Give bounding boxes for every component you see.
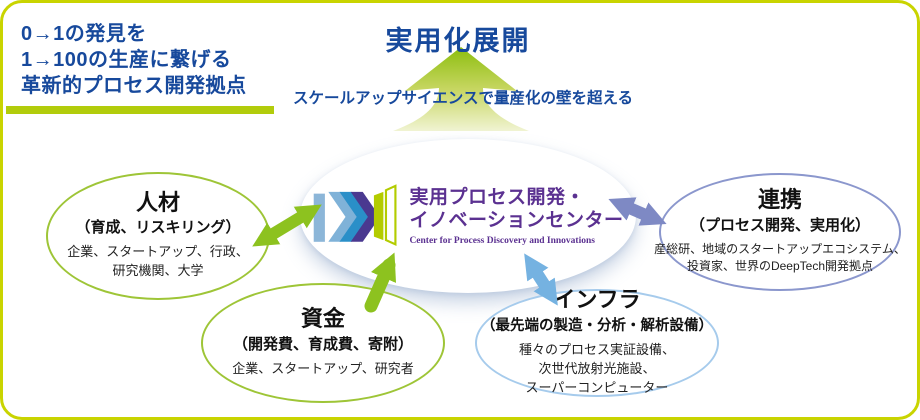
node-funding-subtitle: （開発費、育成費、寄附） <box>232 335 413 353</box>
node-collaboration-body: 産総研、地域のスタートアップエコシステム、 投資家、世界のDeepTech開発拠… <box>654 241 906 274</box>
goal-title: 実用化展開 <box>385 26 531 56</box>
center-name-english: Center for Process Discovery and Innovat… <box>409 236 595 247</box>
node-collaboration-title: 連携 <box>757 187 802 213</box>
goal-tagline: スケールアップサイエンスで量産化の壁を超える <box>292 90 634 107</box>
node-talent-body: 企業、スタートアップ、行政、 研究機関、大学 <box>67 244 249 279</box>
node-infrastructure-body: 種々のプロセス実証設備、 次世代放射光施設、 スーパーコンピューター <box>518 342 675 395</box>
center-logo-icon <box>314 184 397 247</box>
center-name-block: 実用プロセス開発・ イノベーションセンター Center for Process… <box>409 186 623 246</box>
center-name-line-2: イノベーションセンター <box>409 210 624 231</box>
node-talent-title: 人材 <box>135 189 180 215</box>
center-name-line-1: 実用プロセス開発・ <box>409 186 585 208</box>
node-infrastructure-title: インフラ <box>553 287 641 313</box>
node-funding-body: 企業、スタートアップ、研究者 <box>232 360 414 376</box>
headline-line-3: 革新的プロセス開発拠点 <box>21 75 247 97</box>
headline-line-2: 1→100の生産に繋げる <box>21 49 232 71</box>
node-collaboration-subtitle: （プロセス開発、実用化） <box>689 216 870 234</box>
node-talent-subtitle: （育成、リスキリング） <box>75 219 241 237</box>
node-funding-title: 資金 <box>300 306 345 332</box>
node-infrastructure-subtitle: （最先端の製造・分析・解析設備） <box>481 318 713 335</box>
center-node: 実用プロセス開発・ イノベーションセンター Center for Process… <box>300 139 636 293</box>
node-infrastructure: インフラ （最先端の製造・分析・解析設備） 種々のプロセス実証設備、 次世代放射… <box>475 287 719 397</box>
node-funding: 資金 （開発費、育成費、寄附） 企業、スタートアップ、研究者 <box>201 283 445 403</box>
headline-underline-bar <box>6 106 274 114</box>
node-collaboration: 連携 （プロセス開発、実用化） 産総研、地域のスタートアップエコシステム、 投資… <box>654 173 906 291</box>
headline-line-1: 0→1の発見を <box>21 23 147 45</box>
page-headline: 0→1の発見を 1→100の生産に繋げる 革新的プロセス開発拠点 <box>21 21 247 99</box>
node-talent: 人材 （育成、リスキリング） 企業、スタートアップ、行政、 研究機関、大学 <box>46 172 270 300</box>
